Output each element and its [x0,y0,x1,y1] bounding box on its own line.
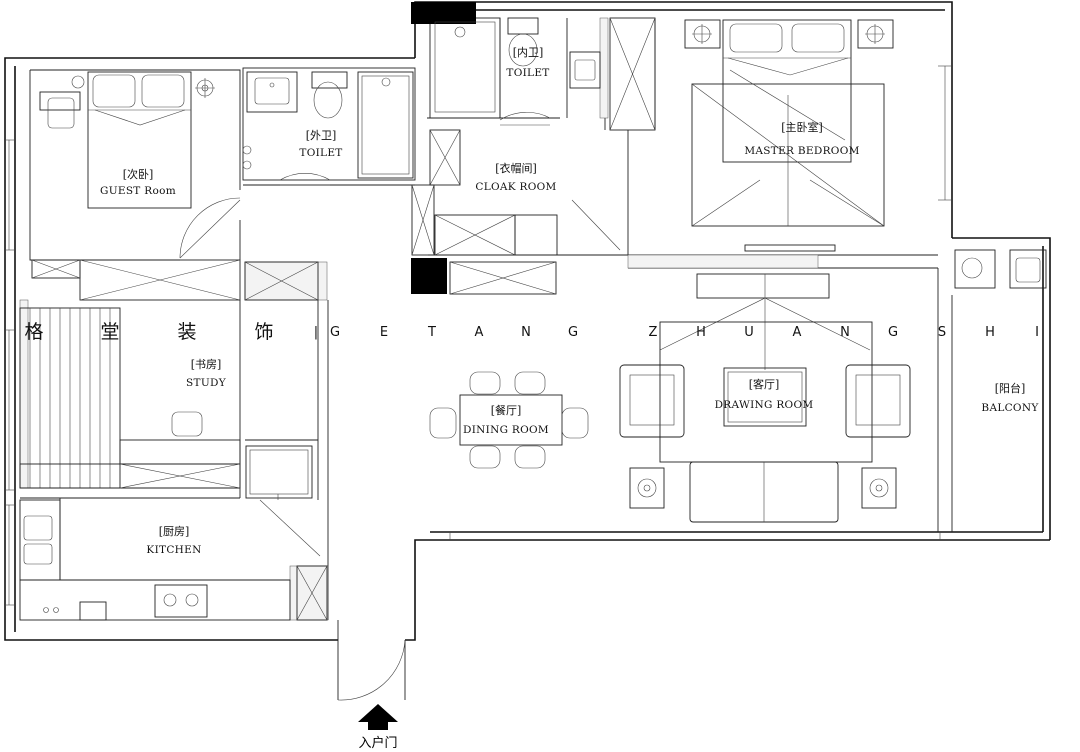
balcony-label-en: BALCONY [981,402,1039,414]
watermark-cn-char: 堂 [100,321,119,343]
guest-room-label-en: GUEST Room [100,185,176,197]
entry-door [337,639,406,701]
kitchen-label-en: KITCHEN [146,544,201,556]
dining-room-label-en: DINING ROOM [463,424,549,436]
exterior-walls [4,1,1051,641]
master-bedroom-label-en: MASTER BEDROOM [744,145,859,157]
arrow-up-icon [358,704,398,730]
watermark-en-char: E [380,325,388,340]
watermark-en-char: A [793,325,802,340]
watermark-en-char: I [1035,325,1039,340]
structural-columns [411,2,476,294]
watermark-cn-char: 饰 [254,321,273,343]
guest-room-label-cn: [次卧] [123,167,154,181]
dining-furniture [429,371,589,469]
drawing-room-furniture [619,273,911,523]
watermark-en-char: G [330,325,340,340]
room-labels: [次卧] GUEST Room [外卫] TOILET [内卫] TOILET … [100,45,1039,556]
cloak-room-label-cn: [衣帽间] [495,161,537,175]
watermark-en-char: Z [649,325,658,340]
watermark-separator: | [314,325,318,340]
watermark-cn-char: 格 [24,321,43,343]
entrance-marker: 入户门 [358,704,398,751]
brick-walls [19,17,819,621]
outer-toilet-label-en: TOILET [299,147,342,159]
outer-toilet-fixtures [242,71,414,186]
watermark-en-char: N [521,325,531,340]
dining-room-label-cn: [餐厅] [491,403,522,417]
entrance-label: 入户门 [358,735,397,751]
guest-room-furniture [31,71,319,301]
study-furniture [19,307,321,557]
watermark-en-char: G [888,325,898,340]
watermark-en-char: S [938,325,946,340]
balcony-fixtures [954,249,1047,289]
inner-toilet-label-cn: [内卫] [513,45,544,59]
watermark-en-char: H [696,325,706,340]
watermark-en-char: G [568,325,578,340]
kitchen-label-cn: [厨房] [159,525,190,538]
inner-toilet-label-en: TOILET [506,67,549,79]
brand-watermark: 格 堂 装 饰 | G E T A N G Z H U A N G S H I [24,321,1038,343]
drawing-room-label-en: DRAWING ROOM [715,399,814,411]
balcony-label-cn: [阳台] [995,381,1026,395]
kitchen-fixtures [19,499,328,621]
study-label-en: STUDY [186,377,227,389]
watermark-en-char: U [744,325,754,340]
watermark-cn-char: 装 [177,321,196,343]
watermark-en-char: N [840,325,850,340]
watermark-en-char: A [475,325,484,340]
outer-toilet-label-cn: [外卫] [306,129,337,142]
master-bedroom-label-cn: [主卧室] [781,120,823,134]
inner-toilet-fixtures [411,17,656,295]
watermark-en-char: H [985,325,995,340]
master-bedroom-furniture [684,19,894,252]
drawing-room-label-cn: [客厅] [749,377,780,391]
watermark-en-char: T [427,325,436,340]
study-label-cn: [书房] [191,358,222,371]
cloak-room-label-en: CLOAK ROOM [475,181,556,193]
